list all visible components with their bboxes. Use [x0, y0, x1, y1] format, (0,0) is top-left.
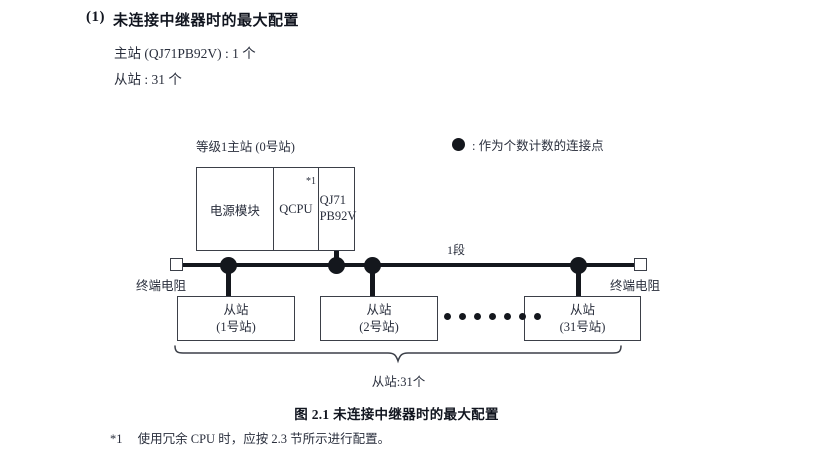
connection-point-icon	[328, 257, 345, 274]
qcpu-label: QCPU	[279, 201, 313, 216]
slave-range-brace	[170, 344, 630, 368]
slave-station-title: 从站	[223, 302, 249, 317]
slave-station-title: 从站	[569, 302, 595, 317]
connection-point-icon	[364, 257, 381, 274]
figure-caption-text: 图 2.1 未连接中继器时的最大配置	[294, 407, 499, 422]
network-module-label-line1: QJ71	[319, 193, 346, 208]
spec-slave-count: 从站 : 31 个	[114, 72, 182, 87]
ellipsis-dot	[444, 313, 451, 320]
slave-station-number: (1号站)	[216, 319, 256, 334]
footnote: *1 使用冗余 CPU 时，应按 2.3 节所示进行配置。	[110, 428, 390, 447]
terminating-resistor-left-label: 终端电阻	[136, 279, 187, 293]
footnote-text: 使用冗余 CPU 时，应按 2.3 节所示进行配置。	[137, 432, 391, 446]
legend: : 作为个数计数的连接点	[452, 135, 604, 154]
terminating-resistor-right-label: 终端电阻	[610, 279, 661, 293]
slave-station-box: 从站 (31号站)	[524, 296, 641, 341]
footnote-mark-icon: *1	[306, 176, 316, 187]
slave-station-box: 从站 (1号站)	[177, 296, 295, 341]
footnote-mark: *1	[110, 432, 123, 446]
terminating-resistor-left-icon	[170, 258, 183, 271]
slave-station-box: 从站 (2号站)	[320, 296, 438, 341]
master-station-caption: 等级1主站 (0号站)	[196, 140, 295, 154]
ellipsis-dot	[474, 313, 481, 320]
filled-circle-icon	[452, 138, 465, 151]
brace-icon	[174, 345, 622, 364]
slave-drop-line	[576, 269, 581, 296]
slave-station-number: (31号站)	[559, 319, 606, 334]
terminating-resistor-right-icon	[634, 258, 647, 271]
network-module-label-line2: PB92V	[319, 209, 357, 223]
segment-label: 1段	[447, 243, 466, 257]
network-module-cell: QJ71 PB92V	[319, 168, 357, 250]
connection-point-icon	[570, 257, 587, 274]
section-title: 未连接中继器时的最大配置	[113, 13, 300, 29]
slave-drop-line	[370, 269, 375, 296]
figure-caption: 图 2.1 未连接中继器时的最大配置	[0, 403, 821, 423]
ellipsis-dots-icon	[444, 313, 541, 320]
ellipsis-dot	[459, 313, 466, 320]
ellipsis-dot	[489, 313, 496, 320]
slave-total-text: 从站:31个	[371, 375, 426, 389]
spec-master-count: 主站 (QJ71PB92V) : 1 个	[114, 46, 256, 61]
slave-station-title: 从站	[366, 302, 392, 317]
connection-point-icon	[220, 257, 237, 274]
legend-label: : 作为个数计数的连接点	[472, 139, 604, 153]
slave-drop-line	[226, 269, 231, 296]
section-number: (1)	[86, 9, 105, 25]
qcpu-cell: QCPU *1	[274, 168, 319, 250]
slave-total-label: 从站:31个	[0, 371, 821, 390]
master-station-box: 电源模块 QCPU *1 QJ71 PB92V	[196, 167, 357, 251]
power-module-cell: 电源模块	[197, 168, 274, 250]
bus-line	[181, 263, 637, 267]
ellipsis-dot	[534, 313, 541, 320]
slave-station-number: (2号站)	[359, 319, 399, 334]
ellipsis-dot	[504, 313, 511, 320]
ellipsis-dot	[519, 313, 526, 320]
